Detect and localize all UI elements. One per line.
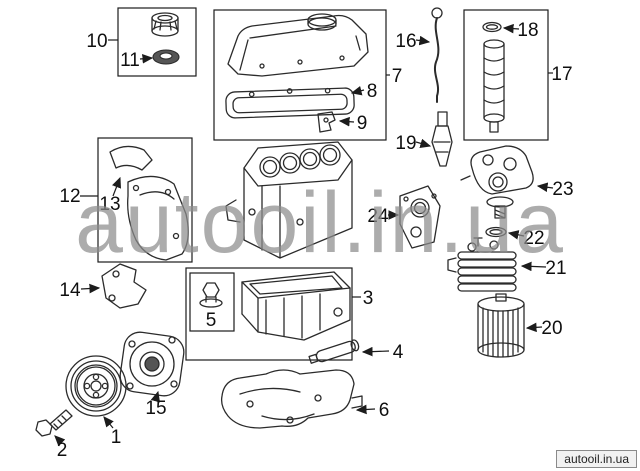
oil-pan-drawing [241, 271, 351, 341]
part-label-10: 10 [86, 31, 107, 52]
dipstick-drawing [431, 7, 443, 103]
group-box-cap-seal [117, 7, 197, 77]
filter-housing-drawing [460, 145, 534, 219]
part-label-6: 6 [379, 400, 390, 421]
part-label-19: 19 [395, 133, 416, 154]
part-label-21: 21 [545, 258, 566, 279]
group-box-timing-covers [97, 137, 193, 263]
part-label-24: 24 [367, 206, 389, 227]
part-label-5: 5 [206, 310, 217, 331]
part-label-14: 14 [59, 280, 81, 301]
valve-cover-gasket-drawing [225, 87, 355, 119]
part-label-4: 4 [393, 342, 404, 363]
flange-plate-drawing [399, 185, 441, 249]
drain-plug-drawing [199, 282, 223, 308]
oil-filter-drawing [477, 293, 525, 358]
group-box-oil-pan [185, 267, 353, 361]
part-label-17: 17 [551, 64, 572, 85]
part-label-23: 23 [552, 179, 573, 200]
part-label-16: 16 [395, 31, 416, 52]
part-label-18: 18 [517, 20, 538, 41]
oil-cap-drawing [151, 12, 179, 37]
leader-lines [54, 23, 554, 447]
part-label-1: 1 [111, 427, 122, 448]
oring-small-drawing [482, 21, 502, 33]
part-label-20: 20 [541, 318, 562, 339]
part-label-13: 13 [99, 194, 120, 215]
bolt-drawing [35, 409, 73, 437]
dipstick-funnel-drawing [431, 111, 453, 167]
crank-pulley-drawing [65, 355, 127, 417]
footer-watermark: autooil.in.ua [556, 450, 637, 468]
clip-drawing [317, 111, 336, 133]
part-label-15: 15 [145, 398, 166, 419]
oil-tube-drawing [308, 339, 360, 364]
part-label-22: 22 [523, 228, 544, 249]
engine-block-drawing [225, 141, 353, 259]
oring-cooler-drawing [485, 226, 507, 238]
part-label-7: 7 [392, 66, 403, 87]
part-label-3: 3 [363, 288, 374, 309]
part-label-9: 9 [357, 113, 368, 134]
valve-cover-drawing [227, 13, 369, 77]
bracket-drawing [101, 263, 147, 309]
oil-cooler-drawing [447, 237, 517, 292]
part-label-12: 12 [59, 186, 80, 207]
group-box-guide-tube [463, 9, 549, 141]
guide-tube-drawing [483, 39, 505, 133]
part-label-2: 2 [57, 440, 68, 461]
timing-covers-drawing [109, 145, 189, 261]
seal-flange-drawing [119, 331, 185, 397]
group-box-drain-plug [189, 272, 235, 332]
part-label-11: 11 [120, 50, 140, 71]
baffle-tray-drawing [220, 369, 363, 429]
seal-grommet-drawing [152, 49, 180, 65]
part-label-8: 8 [367, 81, 378, 102]
